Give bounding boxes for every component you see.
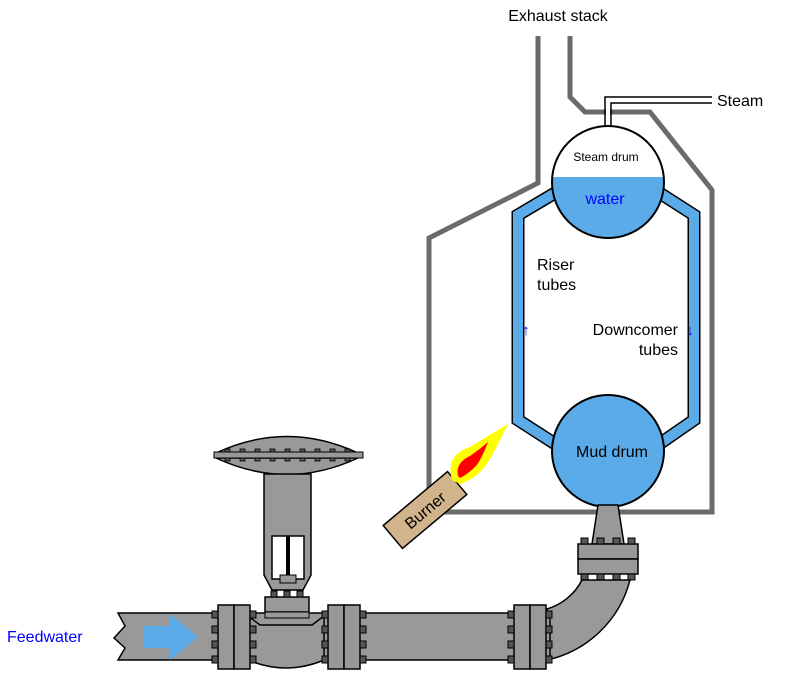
water-label: water: [584, 191, 625, 208]
steam-label: Steam: [717, 93, 763, 110]
diaphragm-bolts: [224, 448, 351, 462]
downcomer-label-line2: tubes: [639, 342, 678, 359]
valve-stem: [286, 536, 290, 576]
steam-drum-label: Steam drum: [573, 150, 638, 164]
mud-drum-label: Mud drum: [576, 444, 648, 461]
feedwater-label: Feedwater: [7, 629, 83, 646]
riser-up-arrow-icon: ↑: [522, 322, 530, 339]
flange-left: [211, 604, 257, 670]
valve-actuator: [213, 435, 364, 591]
diaphragm-top: [215, 435, 359, 454]
steam-pipe-bore: [606, 98, 610, 129]
riser-label-line2: tubes: [537, 277, 576, 294]
downcomer-tube: [651, 184, 701, 453]
flange-middle: [321, 604, 367, 670]
downcomer-down-arrow-icon: ↓: [686, 322, 694, 339]
downcomer-label-line1: Downcomer: [593, 322, 679, 339]
elbow-pipe: [546, 579, 631, 661]
flame-icon: [450, 424, 508, 484]
tube-loop: [511, 184, 701, 453]
drum-water-level: [552, 177, 664, 238]
valve-body: [247, 590, 325, 669]
boiler-wall-left: [426, 36, 715, 515]
steam-drum: [551, 125, 665, 239]
mud-drum-flange: [577, 504, 639, 581]
riser-tube: [511, 184, 564, 453]
flow-arrow-icon: [144, 614, 198, 660]
steam-pipe-bore-h: [606, 98, 712, 102]
boiler-wall: [426, 36, 715, 515]
riser-label-line1: Riser: [537, 257, 575, 274]
exhaust-stack-label: Exhaust stack: [508, 8, 609, 25]
stem-connector: [279, 574, 297, 584]
flange-right: [507, 604, 553, 670]
steam-pipe: [604, 96, 712, 128]
pipe-flanges: [211, 604, 553, 670]
